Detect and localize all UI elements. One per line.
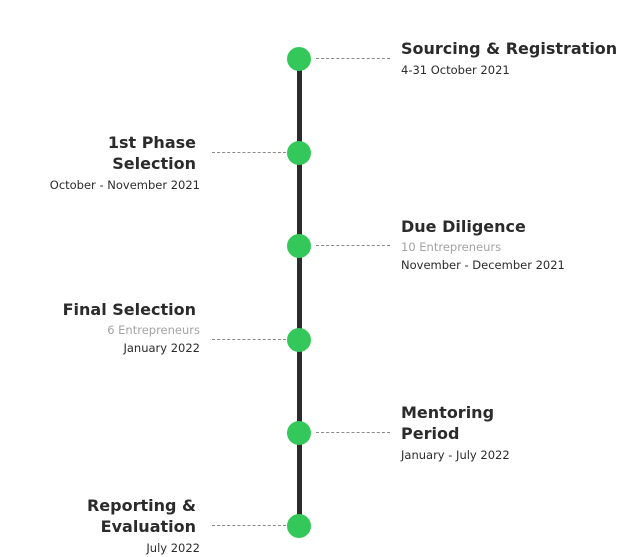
stage-title: Sourcing & Registration [401,39,618,58]
stage-label: Reporting & Evaluation July 2022 [87,495,200,557]
timeline-connector [212,152,286,153]
timeline-node [287,234,311,258]
stage-title: Due Diligence [401,217,526,236]
timeline-connector [212,339,286,340]
timeline-axis [297,58,302,526]
timeline-connector [316,58,390,59]
stage-label: Due Diligence 10 Entrepreneurs November … [401,216,565,274]
timeline-node [287,141,311,165]
timeline-node [287,421,311,445]
stage-date: November - December 2021 [401,258,565,272]
timeline-node [287,514,311,538]
stage-title: Mentoring Period [401,403,495,443]
stage-subtitle: 10 Entrepreneurs [401,240,502,254]
timeline-node [287,47,311,71]
stage-title: Reporting & Evaluation [86,496,196,536]
stage-label: Mentoring Period January - July 2022 [401,402,510,464]
timeline-connector [316,245,390,246]
timeline-node [287,328,311,352]
stage-title: Final Selection [62,300,196,319]
stage-label: Sourcing & Registration 4-31 October 202… [401,38,617,79]
timeline-connector [316,432,390,433]
stage-label: Final Selection 6 Entrepreneurs January … [63,299,200,357]
stage-date: October - November 2021 [49,178,200,192]
stage-date: July 2022 [146,541,200,555]
stage-date: January 2022 [123,341,200,355]
timeline-connector [212,525,286,526]
stage-subtitle: 6 Entrepreneurs [107,323,200,337]
stage-date: 4-31 October 2021 [401,63,510,77]
stage-date: January - July 2022 [401,448,510,462]
stage-title: 1st Phase Selection [107,133,196,173]
stage-label: 1st Phase Selection October - November 2… [50,132,200,194]
